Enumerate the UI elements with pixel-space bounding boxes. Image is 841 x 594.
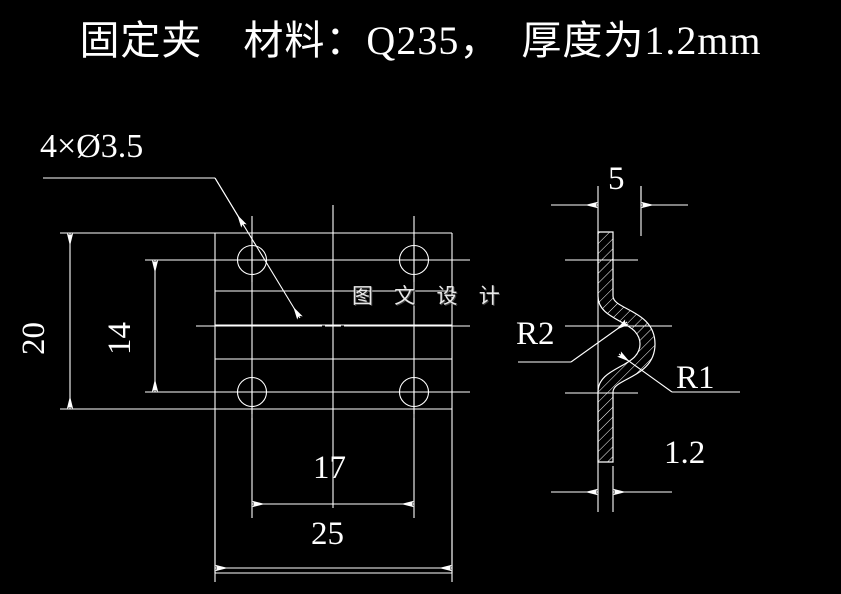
dimension-label-20: 20 — [16, 322, 52, 355]
dimension-14 — [145, 260, 238, 392]
dimension-label-25: 25 — [311, 516, 344, 552]
dimension-label-14: 14 — [102, 322, 138, 355]
radius-r2-leader — [518, 319, 629, 362]
front-view-centerlines — [196, 205, 470, 508]
radius-label-r2: R2 — [516, 316, 555, 352]
dimension-label-17: 17 — [313, 450, 346, 486]
dimension-label-1-2: 1.2 — [664, 435, 706, 471]
dimension-label-5: 5 — [608, 161, 625, 197]
side-view-centerlines — [565, 186, 672, 512]
dimension-20 — [60, 233, 215, 409]
hole-callout-label: 4×Ø3.5 — [40, 128, 144, 165]
drawing-title: 固定夹 材料：Q235， 厚度为1.2mm — [79, 18, 762, 63]
hole-callout-leader — [43, 178, 303, 320]
radius-label-r1: R1 — [676, 360, 715, 396]
radius-r1-leader — [617, 351, 740, 392]
side-view-profile — [598, 232, 655, 462]
dimension-17 — [252, 418, 414, 518]
watermark-text: 图 文 设 计 — [352, 284, 508, 308]
dimension-25 — [215, 500, 452, 582]
